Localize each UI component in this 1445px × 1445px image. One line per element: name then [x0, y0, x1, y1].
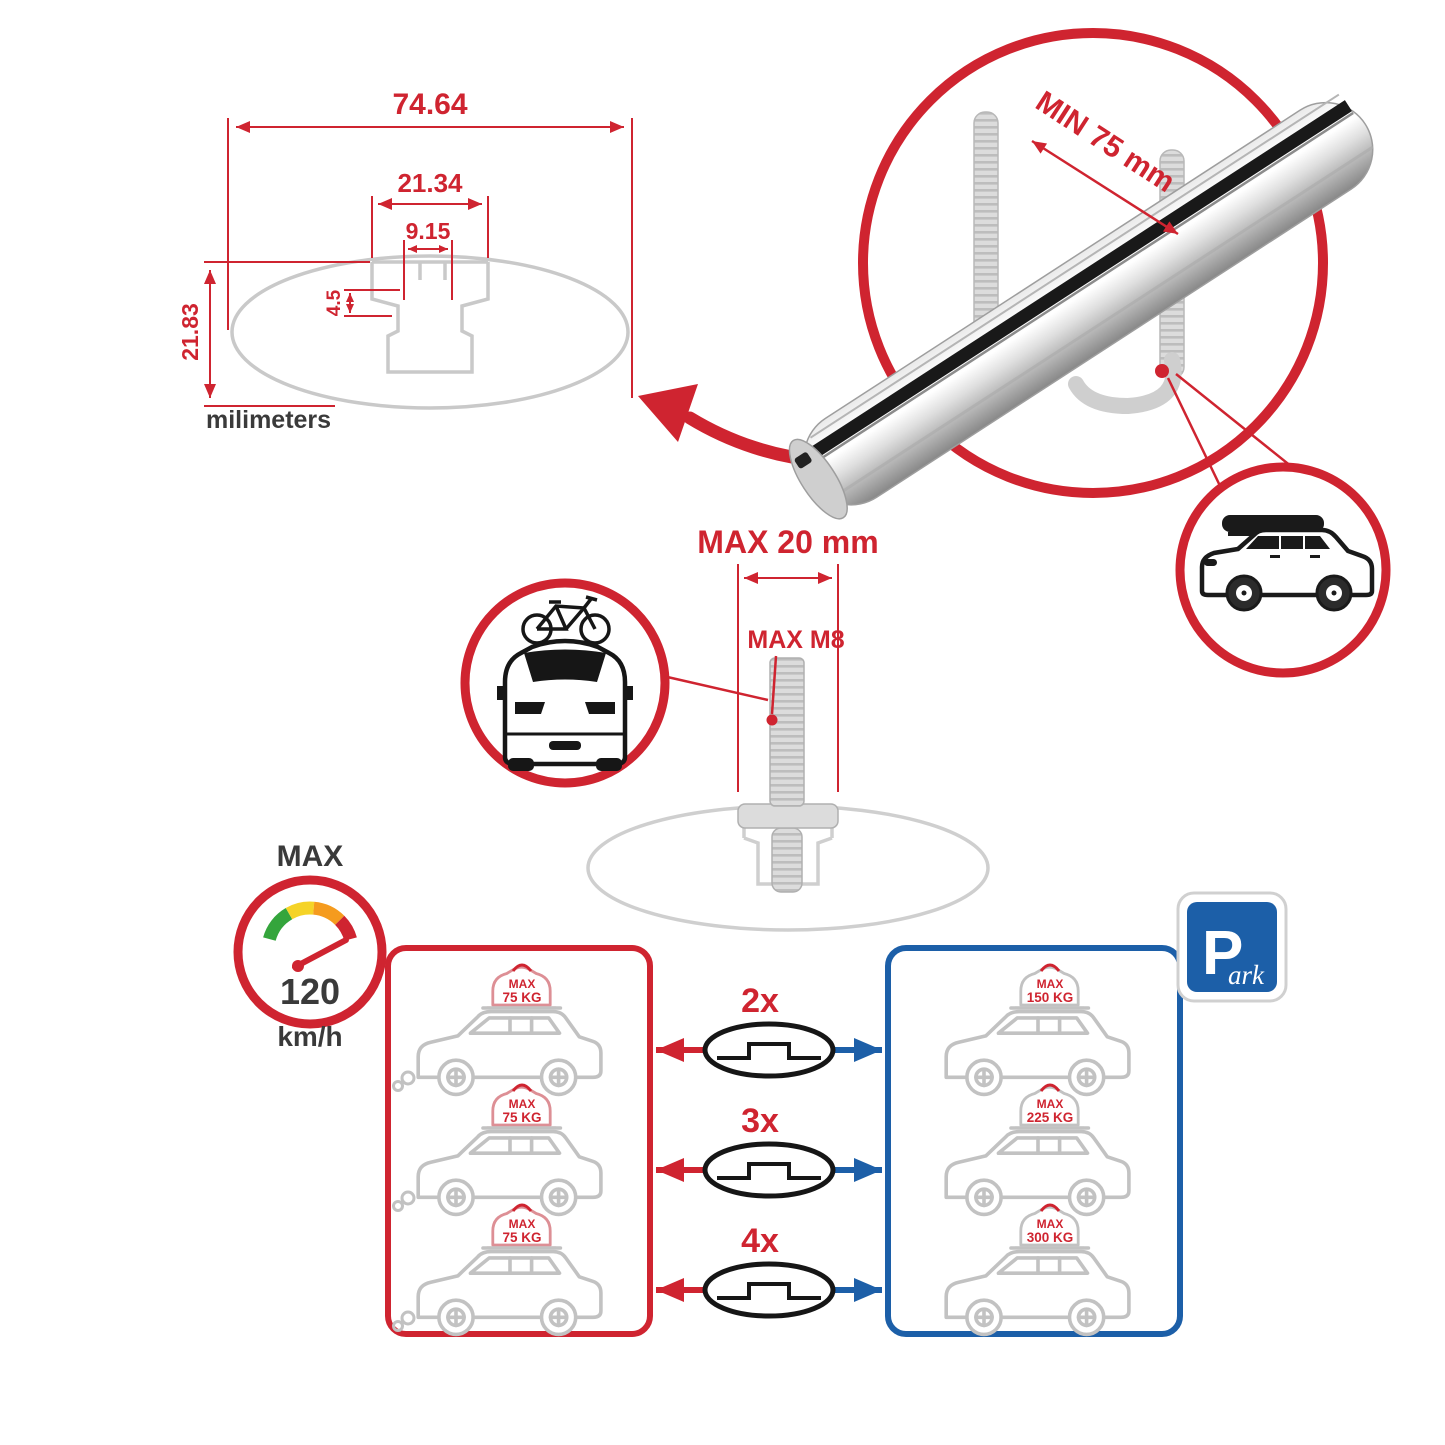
bar-count-label: 3x	[741, 1102, 779, 1140]
crossbar-detail-callout: MIN 75 mm	[788, 28, 1391, 678]
bag-weight-value: 75 KG	[502, 990, 541, 1005]
count-row-3: 4x	[656, 1222, 882, 1319]
max-width-label: MAX 20 mm	[697, 524, 878, 560]
exhaust-icon	[400, 1310, 416, 1326]
driving-cars-column: MAX 75 KG MAX 75 KG MAX 75 KG	[392, 963, 603, 1337]
crossbar-count-rows: 2x 3x 4x	[656, 982, 882, 1319]
dim-total-width	[227, 118, 633, 398]
dim-total-width-label: 74.64	[392, 88, 467, 121]
bar-count-label: 4x	[741, 1222, 779, 1260]
dim-slot-width	[403, 240, 453, 300]
bag-handle-icon	[511, 963, 533, 972]
bolt-lower-shaft	[771, 827, 803, 893]
unit-label: milimeters	[206, 406, 331, 434]
dim-slot-depth-label: 4.5	[324, 289, 345, 316]
count-row-1: 2x	[656, 982, 882, 1079]
clamp-strap-icon	[1068, 352, 1182, 415]
dim-slot-width-label: 9.15	[406, 218, 451, 244]
bag-weight-value: 75 KG	[502, 1110, 541, 1125]
bag-max-label: MAX	[1037, 977, 1064, 991]
bag-handle-icon	[1039, 1203, 1061, 1212]
bag-handle-icon	[1039, 1083, 1061, 1092]
circle-to-bolt-line	[662, 674, 769, 702]
min-gap-arrow	[1031, 139, 1179, 236]
bar-count-label: 2x	[741, 982, 779, 1020]
exhaust-icon	[400, 1190, 416, 1206]
speed-limit-gauge: MAX 120 km/h	[233, 840, 387, 1052]
bag-weight-value: 150 KG	[1027, 990, 1074, 1005]
exhaust-icon	[400, 1070, 416, 1086]
bolt-diagram: MAX 20 mm MAX M8	[460, 524, 990, 932]
crossbar-profile-icon	[702, 1261, 836, 1319]
speedometer-icon	[233, 875, 387, 1029]
car-front-bike-icon	[497, 595, 633, 771]
dim-channel-width-label: 21.34	[397, 168, 463, 198]
dim-bolt-width	[737, 564, 839, 792]
bag-weight-value: 300 KG	[1027, 1230, 1074, 1245]
clamp-threaded-rod-icon	[973, 111, 999, 335]
park-sign: P ark	[1176, 891, 1288, 1003]
crossbar-channel-profile	[370, 260, 490, 374]
exhaust-icon	[392, 1080, 404, 1092]
speed-value: 120	[280, 971, 340, 1012]
suv-roofbox-icon	[1199, 515, 1375, 612]
crossbar-oval-outline	[230, 254, 630, 410]
exhaust-icon	[392, 1200, 404, 1212]
bolt-threaded-shaft	[769, 657, 805, 807]
dim-total-height-label: 21.83	[177, 303, 203, 361]
dim-channel-width	[371, 196, 489, 258]
bag-weight-value: 75 KG	[502, 1230, 541, 1245]
crossbar-profile-icon	[702, 1021, 836, 1079]
cross-section-dimension-drawing: 74.64 21.34 9.15 4.5 21.83 milimeters	[177, 88, 633, 434]
bag-max-label: MAX	[1037, 1217, 1064, 1231]
bag-handle-icon	[511, 1203, 533, 1212]
speed-unit: km/h	[277, 1021, 342, 1052]
dim-slot-depth	[344, 289, 400, 317]
bag-max-label: MAX	[509, 977, 536, 991]
clamp-point-dot	[1155, 364, 1169, 378]
thread-leader-line	[770, 655, 778, 715]
dim-total-height	[204, 261, 370, 407]
gauge-needle	[292, 937, 349, 970]
bag-max-label: MAX	[509, 1097, 536, 1111]
bag-max-label: MAX	[1037, 1097, 1064, 1111]
parked-cars-column: MAX 150 KG MAX 225 KG MAX 300 KG	[944, 963, 1131, 1337]
thread-point-dot	[766, 714, 778, 726]
speed-max-label: MAX	[277, 840, 344, 873]
bag-handle-icon	[1039, 963, 1061, 972]
bag-weight-value: 225 KG	[1027, 1110, 1074, 1125]
count-row-2: 3x	[656, 1102, 882, 1199]
exhaust-icon	[392, 1320, 404, 1332]
park-suffix: ark	[1228, 960, 1265, 990]
max-thread-label: MAX M8	[747, 626, 844, 654]
park-letter: P	[1202, 919, 1243, 988]
bag-max-label: MAX	[509, 1217, 536, 1231]
t-slot-nut	[737, 803, 839, 829]
crossbar-render	[788, 93, 1374, 520]
crossbar-profile-icon	[702, 1141, 836, 1199]
bag-handle-icon	[511, 1083, 533, 1092]
